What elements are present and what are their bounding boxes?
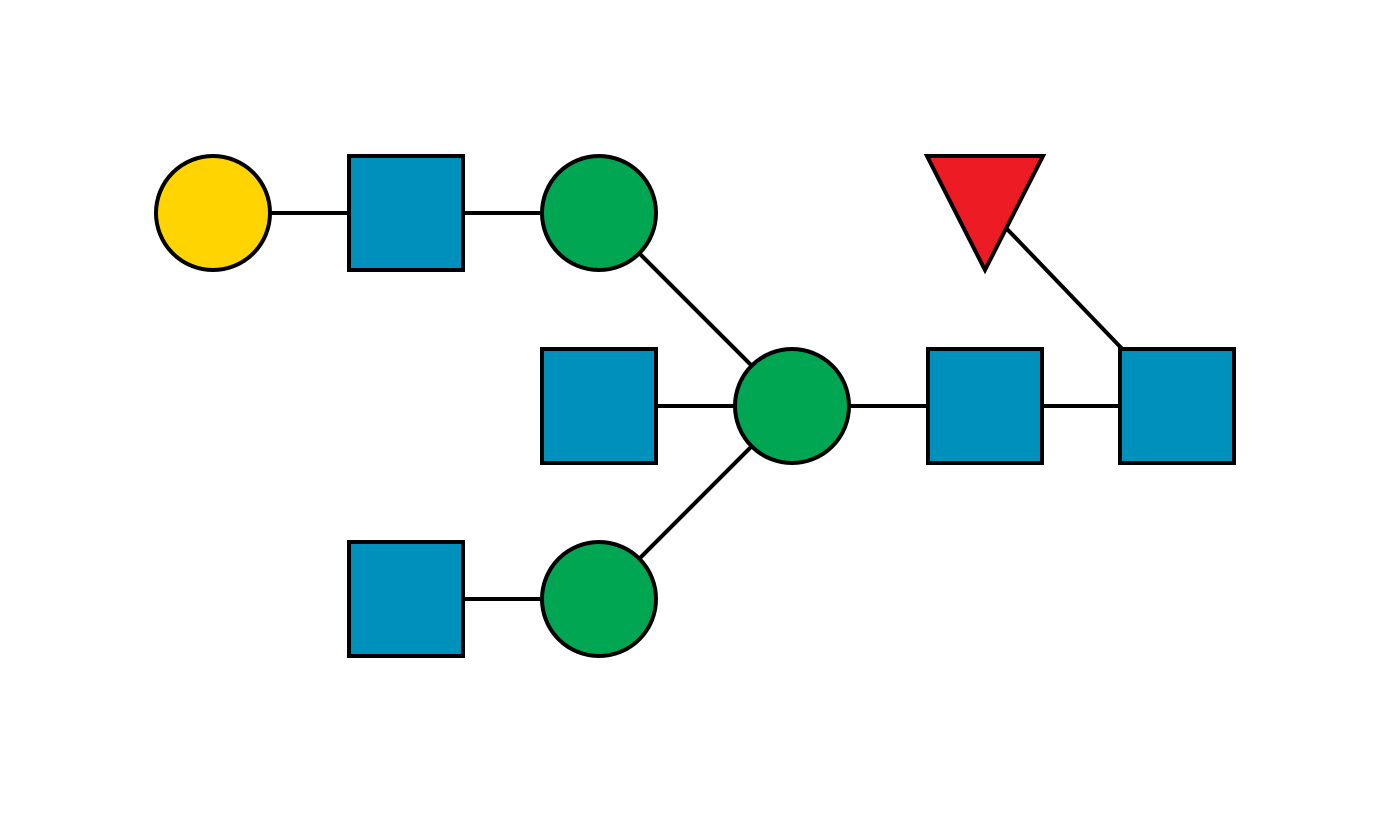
glcnac-square-glcnac-core-2	[926, 347, 1044, 465]
glcnac-square-glcnac-2	[347, 540, 465, 658]
mannose-circle-man-1	[540, 154, 658, 272]
mannose-circle-man-core	[733, 347, 851, 465]
galactose-circle-gal-1	[154, 154, 272, 272]
glcnac-square-glcnac-bisect	[540, 347, 658, 465]
fucose-triangle-fuc-1	[923, 154, 1047, 275]
glcnac-square-glcnac-core-1	[1118, 347, 1236, 465]
residues	[154, 154, 1236, 658]
mannose-circle-man-2	[540, 540, 658, 658]
glcnac-square-glcnac-1	[347, 154, 465, 272]
